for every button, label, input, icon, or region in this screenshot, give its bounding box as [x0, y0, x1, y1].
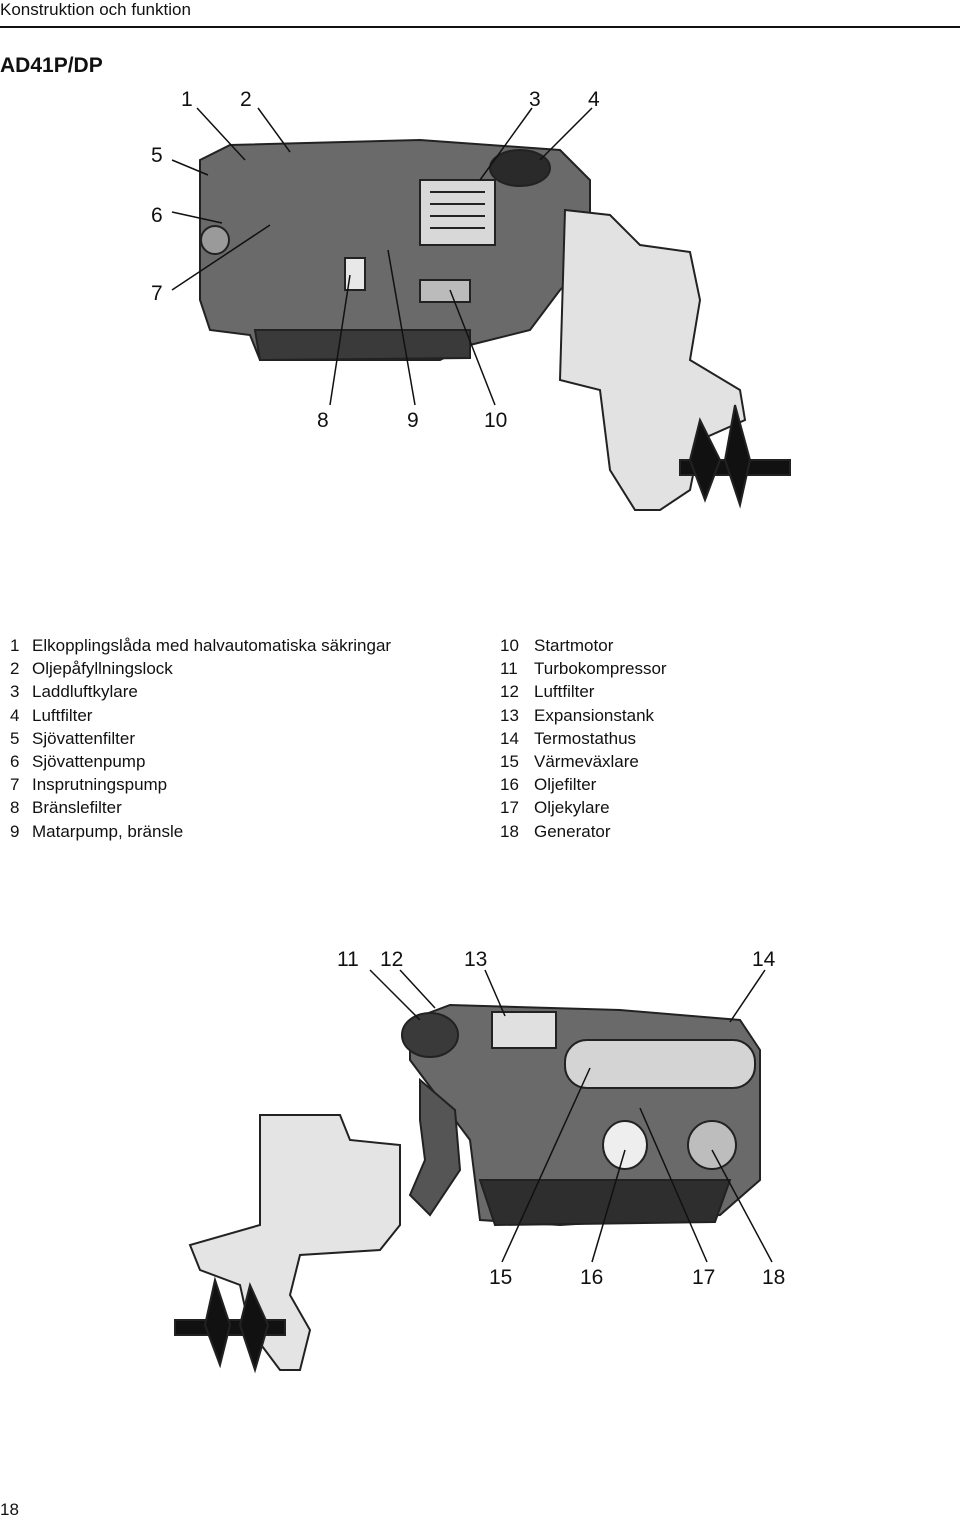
callout-16: 16 [580, 1266, 603, 1289]
callout-numbers: 1 2 3 4 5 6 7 8 9 10 [151, 88, 600, 432]
callout-leaders [171, 107, 593, 406]
callout-11: 11 [337, 948, 359, 971]
engine-illustration [199, 138, 791, 511]
callout-6: 6 [151, 204, 163, 227]
header-rule [0, 26, 960, 28]
page-title: AD41P/DP [0, 54, 103, 77]
callout-9: 9 [407, 409, 419, 432]
callout-1: 1 [181, 88, 193, 111]
callout-10: 10 [484, 409, 507, 432]
callout-numbers: 11 12 13 14 15 16 17 18 [337, 948, 785, 1289]
callout-5: 5 [151, 144, 163, 167]
engine-illustration [174, 1003, 761, 1374]
section-header: Konstruktion och funktion [0, 0, 191, 19]
callout-15: 15 [489, 1266, 512, 1289]
callout-8: 8 [317, 409, 329, 432]
callout-4: 4 [588, 88, 600, 111]
engine-figure-top: 1 2 3 4 5 6 7 8 9 10 [151, 88, 791, 511]
callout-13: 13 [464, 948, 487, 971]
callout-7: 7 [151, 282, 163, 305]
page-number: 18 [0, 1500, 19, 1519]
callout-18: 18 [762, 1266, 785, 1289]
engine-figure-bottom: 11 12 13 14 15 16 17 18 [174, 948, 785, 1374]
callout-3: 3 [529, 88, 541, 111]
callout-17: 17 [692, 1266, 715, 1289]
callout-14: 14 [752, 948, 776, 971]
callout-2: 2 [240, 88, 252, 111]
callout-12: 12 [380, 948, 403, 971]
callout-leaders [369, 969, 773, 1263]
